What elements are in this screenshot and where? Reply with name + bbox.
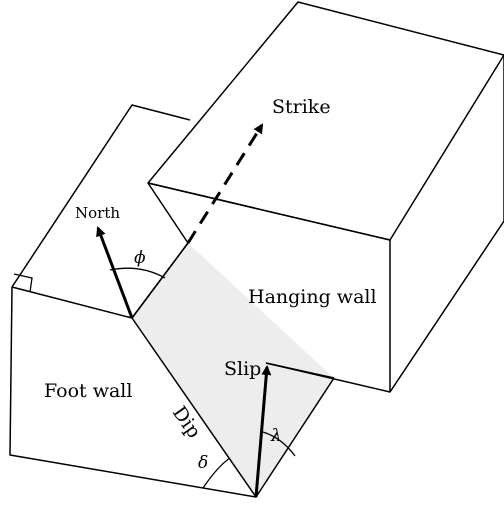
- phi-symbol: ϕ: [134, 248, 146, 268]
- phi-arc: [109, 267, 166, 279]
- slip-arrow: [254, 365, 272, 498]
- strike-label: Strike: [272, 96, 331, 118]
- delta-arc: [202, 457, 231, 489]
- right-angle-mark: [13, 273, 33, 293]
- north-label: North: [75, 204, 120, 222]
- lambda-arc: [262, 431, 296, 457]
- strike-arrow: [186, 123, 264, 244]
- lambda-symbol: λ: [270, 426, 282, 446]
- hanging-wall-label: Hanging wall: [248, 286, 377, 308]
- delta-symbol: δ: [198, 453, 208, 473]
- fault-plane: [132, 243, 334, 497]
- north-arrow: [96, 226, 134, 319]
- slip-label: Slip: [224, 358, 261, 380]
- fault-plane-edges: [131, 242, 335, 498]
- foot-wall-label: Foot wall: [44, 380, 132, 402]
